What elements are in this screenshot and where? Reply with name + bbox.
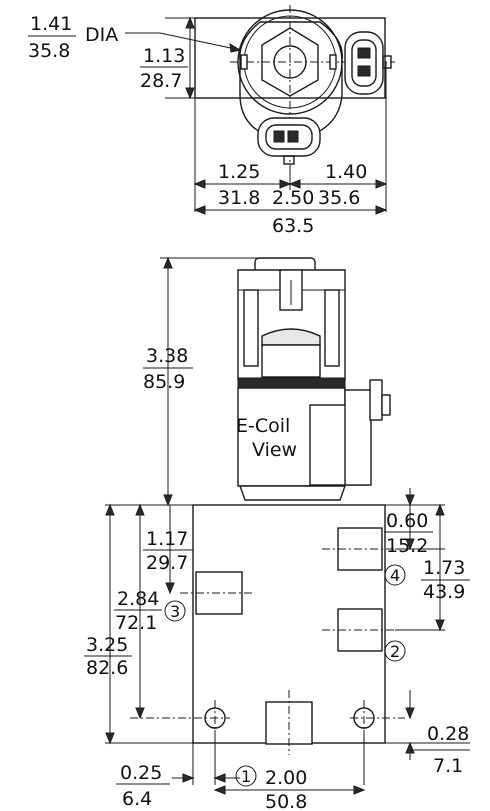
- top-view: [125, 5, 395, 215]
- dim-coil-in: 3.38: [146, 345, 188, 367]
- port-1-label: 1: [241, 767, 251, 786]
- port-2-label: 2: [390, 642, 400, 661]
- dim-port-spacing-mm: 43.9: [423, 581, 465, 603]
- port-marker-1: 1: [235, 765, 257, 787]
- dim-port3-in: 2.84: [117, 588, 159, 610]
- dim-port1-in: 1.17: [146, 528, 188, 550]
- dim-hole-spacing-in: 2.00: [265, 767, 307, 789]
- top-dim-left: 1.25 31.8: [218, 161, 260, 209]
- dim-width-in: 2.50: [272, 187, 314, 209]
- dim-edge-mm: 6.4: [122, 788, 152, 810]
- coil-view-label: E-Coil View: [236, 415, 297, 461]
- dim-hole-offset-in: 0.28: [427, 723, 469, 745]
- dim-port1-mm: 29.7: [146, 552, 188, 574]
- coil-label-2: View: [252, 439, 297, 461]
- dim-body-in: 3.25: [86, 634, 128, 656]
- side-view: [105, 256, 470, 795]
- dim-hole-spacing-mm: 50.8: [265, 791, 307, 811]
- dim-edge: 0.25 6.4: [116, 762, 170, 810]
- dim-port-top: 0.60 15.2: [384, 510, 433, 557]
- dim-h-mm: 28.7: [140, 70, 182, 92]
- right-connector: [344, 31, 392, 95]
- port-3-label: 3: [170, 602, 180, 621]
- dim-body-height: 3.25 82.6: [84, 634, 132, 679]
- top-dim-height: 1.13 28.7: [140, 45, 188, 92]
- dim-port-spacing: 1.73 43.9: [421, 557, 470, 603]
- top-dim-width: 2.50 63.5: [272, 187, 314, 237]
- dim-coil-mm: 85.9: [143, 371, 185, 393]
- dim-port-top-in: 0.60: [386, 510, 428, 532]
- port-4-label: 4: [390, 566, 400, 585]
- port-marker-3: 3: [164, 600, 186, 622]
- bottom-connector: [257, 117, 321, 165]
- dim-left-in: 1.25: [218, 161, 260, 183]
- dim-width-mm: 63.5: [272, 215, 314, 237]
- port-marker-2: 2: [384, 640, 406, 662]
- top-view-body: [239, 21, 344, 146]
- dim-right-mm: 35.6: [318, 187, 360, 209]
- dim-port3: 2.84 72.1: [114, 588, 162, 634]
- dim-hole-spacing: 2.00 50.8: [265, 767, 307, 811]
- dim-port1: 1.17 29.7: [143, 528, 193, 574]
- top-dim-dia: 1.41 35.8 DIA: [28, 13, 118, 62]
- dim-port-spacing-in: 1.73: [423, 557, 465, 579]
- top-dim-right: 1.40 35.6: [318, 161, 367, 209]
- dim-edge-in: 0.25: [120, 762, 162, 784]
- dim-right-in: 1.40: [325, 161, 367, 183]
- dim-body-mm: 82.6: [86, 657, 128, 679]
- coil-label-1: E-Coil: [236, 415, 290, 437]
- dim-hole-offset-mm: 7.1: [433, 755, 463, 777]
- coil-band: [237, 377, 346, 389]
- dim-dia-mm: 35.8: [28, 40, 70, 62]
- dim-port3-mm: 72.1: [115, 612, 157, 634]
- dim-port-top-mm: 15.2: [386, 535, 428, 557]
- dim-dia-in: 1.41: [30, 13, 72, 35]
- dim-h-in: 1.13: [143, 45, 185, 67]
- dim-left-mm: 31.8: [218, 187, 260, 209]
- dia-label: DIA: [85, 24, 118, 46]
- dim-hole-offset: 0.28 7.1: [427, 723, 469, 777]
- dim-coil-height: 3.38 85.9: [143, 345, 193, 393]
- port-marker-4: 4: [384, 564, 406, 586]
